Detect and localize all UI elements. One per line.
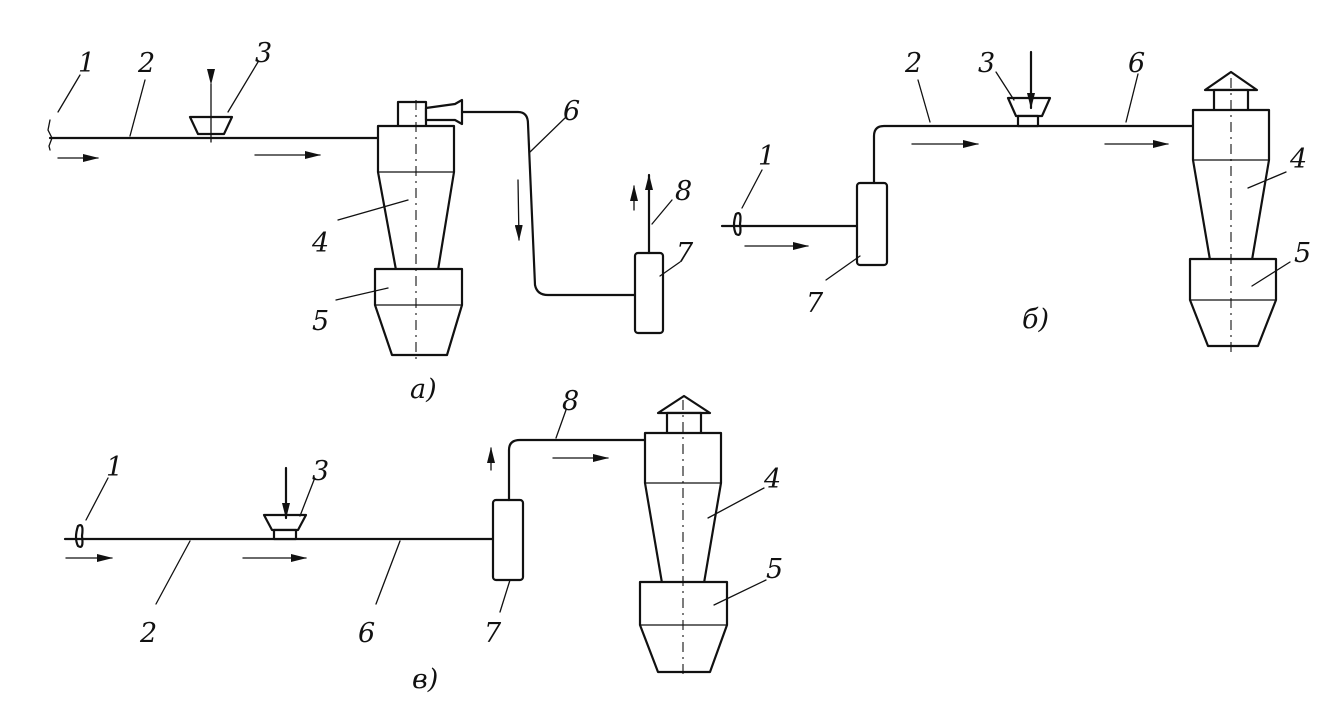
label-4-c: 4 bbox=[763, 464, 781, 495]
leader-3-b bbox=[995, 71, 1015, 101]
label-3-a: 3 bbox=[255, 38, 272, 69]
leader-6-c bbox=[375, 540, 401, 605]
label-1-a: 1 bbox=[78, 48, 95, 79]
leader-7-a bbox=[659, 261, 681, 277]
leader-5-a bbox=[335, 287, 389, 301]
label-2-a: 2 bbox=[137, 48, 155, 79]
label-7-b: 7 bbox=[806, 288, 824, 319]
label-3-c: 3 bbox=[312, 456, 329, 487]
leader-3-a bbox=[227, 61, 259, 113]
label-7-a: 7 bbox=[676, 238, 694, 269]
feeder-throat-b bbox=[1016, 114, 1040, 128]
leader-8-a bbox=[651, 199, 673, 225]
bin-5-a bbox=[373, 267, 464, 357]
label-6-b: 6 bbox=[1128, 48, 1145, 79]
label-1-c: 1 bbox=[106, 452, 123, 483]
leader-7-b bbox=[825, 255, 861, 281]
label-1-b: 1 bbox=[758, 141, 775, 172]
leader-4-b bbox=[1247, 171, 1287, 189]
cyclone-outlet-a bbox=[424, 98, 464, 126]
feeder-throat-c bbox=[272, 528, 298, 541]
leader-3-c bbox=[299, 479, 315, 517]
leader-2-b bbox=[917, 79, 931, 123]
label-8-c: 8 bbox=[562, 386, 579, 417]
leader-1-c bbox=[85, 477, 109, 521]
fan-7-a bbox=[633, 251, 665, 335]
flow-arrow-a3 bbox=[514, 179, 523, 241]
pipe-6-a bbox=[460, 110, 637, 297]
leader-7-c bbox=[499, 579, 511, 613]
label-8-a: 8 bbox=[675, 176, 692, 207]
label-3-b: 3 bbox=[978, 48, 995, 79]
cyclone-stack-c bbox=[665, 411, 703, 437]
leader-1-b bbox=[741, 169, 763, 209]
fan-7-b bbox=[855, 181, 889, 267]
leader-4-c bbox=[707, 487, 765, 519]
scheme-b: 1 2 3 4 5 6 7 б) bbox=[720, 48, 1311, 352]
feeder-3-c bbox=[262, 513, 308, 532]
leader-6-a bbox=[529, 117, 566, 153]
leader-2-c bbox=[155, 540, 191, 605]
label-7-c: 7 bbox=[484, 618, 502, 649]
leader-1-a bbox=[57, 74, 81, 113]
pipe-2-b bbox=[872, 124, 1195, 185]
cyclone-cap-c bbox=[656, 394, 712, 415]
leader-8-c bbox=[555, 409, 567, 439]
leader-5-b bbox=[1251, 261, 1291, 287]
leader-5-c bbox=[713, 579, 767, 606]
caption-a: a) bbox=[410, 374, 437, 405]
air-intake-1-c bbox=[74, 524, 84, 548]
caption-b: б) bbox=[1022, 304, 1049, 335]
leader-4-a bbox=[337, 199, 409, 221]
label-2-b: 2 bbox=[904, 48, 922, 79]
fan-7-c bbox=[491, 498, 525, 582]
pipe-8-c bbox=[507, 438, 647, 502]
scheme-a: 1 2 3 4 5 6 7 8 a) bbox=[47, 38, 694, 405]
label-5-c: 5 bbox=[766, 554, 783, 585]
label-5-b: 5 bbox=[1294, 238, 1311, 269]
label-6-c: 6 bbox=[358, 618, 375, 649]
label-6-a: 6 bbox=[563, 96, 580, 127]
leader-6-b bbox=[1125, 73, 1139, 123]
label-5-a: 5 bbox=[312, 306, 329, 337]
caption-c: в) bbox=[412, 664, 438, 695]
label-4-a: 4 bbox=[311, 228, 329, 259]
scheme-c: 1 2 3 4 5 6 7 8 в) bbox=[63, 386, 783, 695]
air-intake-1-a bbox=[47, 119, 53, 151]
bin-5-b bbox=[1188, 257, 1278, 348]
label-4-b: 4 bbox=[1289, 144, 1307, 175]
feeder-3-b bbox=[1006, 96, 1052, 118]
air-intake-1-b bbox=[732, 212, 742, 236]
cyclone-inlet-a bbox=[396, 100, 428, 130]
leader-2-a bbox=[129, 79, 146, 137]
label-2-c: 2 bbox=[139, 618, 157, 649]
